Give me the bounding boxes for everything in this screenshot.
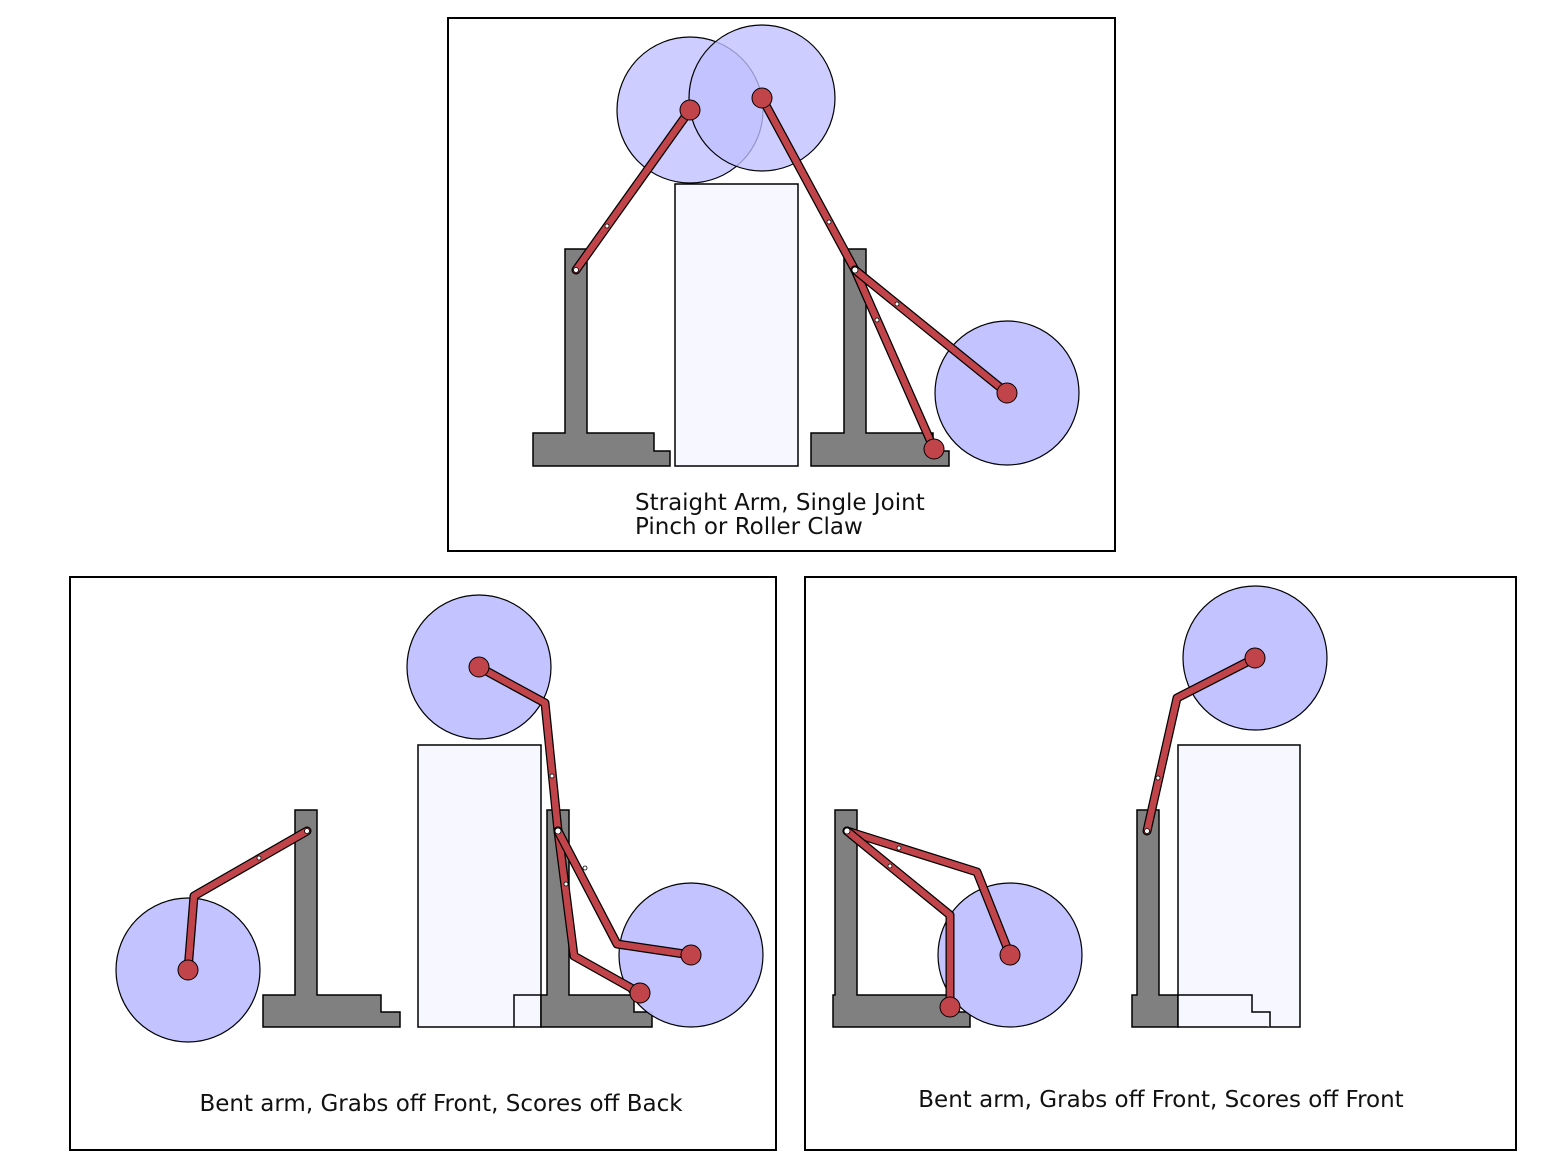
panel-bottom-left-caption: Bent arm, Grabs off Front, Scores off Ba… xyxy=(199,1091,683,1117)
rivet xyxy=(582,865,588,871)
claw-hub xyxy=(923,438,945,460)
pivot-joint xyxy=(554,827,562,835)
scoring-block xyxy=(417,744,542,1028)
panel-top-caption-1: Straight Arm, Single Joint xyxy=(635,490,925,516)
arm-bent-left xyxy=(183,826,312,975)
panel-bottom-right: Bent arm, Grabs off Front, Scores off Fr… xyxy=(804,576,1517,1151)
panel-bottom-left: Bent arm, Grabs off Front, Scores off Ba… xyxy=(69,576,777,1151)
tower-right xyxy=(810,248,950,467)
tower-left xyxy=(532,248,671,467)
block-step xyxy=(513,994,541,1027)
panel-bottom-right-frame xyxy=(804,576,1517,1151)
rivet xyxy=(894,301,900,307)
arm-bent-up xyxy=(1142,653,1260,836)
panel-top-caption-2: Pinch or Roller Claw xyxy=(635,514,863,540)
arm-bent-down xyxy=(553,826,645,998)
claw-hub xyxy=(939,996,961,1018)
claw-hub xyxy=(751,87,773,109)
panel-bottom-right-caption: Bent arm, Grabs off Front, Scores off Fr… xyxy=(918,1087,1403,1113)
claw-hub xyxy=(996,382,1018,404)
arm-straight-up xyxy=(757,93,860,275)
claw-hub xyxy=(177,959,199,981)
claw-hub xyxy=(1244,647,1266,669)
arm-straight-out xyxy=(850,265,1012,398)
panel-top: Straight Arm, Single Joint Pinch or Roll… xyxy=(447,17,1116,552)
rivet xyxy=(1155,775,1161,781)
rivet xyxy=(604,223,610,229)
pivot-joint xyxy=(843,827,851,835)
claw-hub xyxy=(468,656,490,678)
pivot-joint xyxy=(573,267,579,273)
rivet xyxy=(887,863,893,869)
arm-bent-down xyxy=(842,826,955,1012)
tower-left xyxy=(262,809,401,1028)
scoring-block xyxy=(1177,744,1301,1028)
claw-hub xyxy=(679,99,701,121)
claw-hub xyxy=(629,982,651,1004)
rivet xyxy=(826,219,832,225)
rivet xyxy=(874,317,880,323)
rivet xyxy=(549,773,555,779)
arm-straight-left xyxy=(571,105,695,275)
claw-hub xyxy=(680,944,702,966)
claw-hub xyxy=(999,944,1021,966)
arm-bent-out xyxy=(553,826,696,960)
block-step xyxy=(1178,994,1271,1027)
rivet xyxy=(563,881,569,887)
pivot-joint xyxy=(1144,828,1150,834)
arm-bent-out xyxy=(842,826,1015,960)
rivet xyxy=(896,845,902,851)
arm-bent-up xyxy=(474,662,563,836)
arm-straight-down xyxy=(850,265,939,454)
rivet xyxy=(256,855,262,861)
scoring-block xyxy=(674,183,799,467)
pivot-joint xyxy=(851,266,859,274)
pivot-joint xyxy=(304,828,310,834)
